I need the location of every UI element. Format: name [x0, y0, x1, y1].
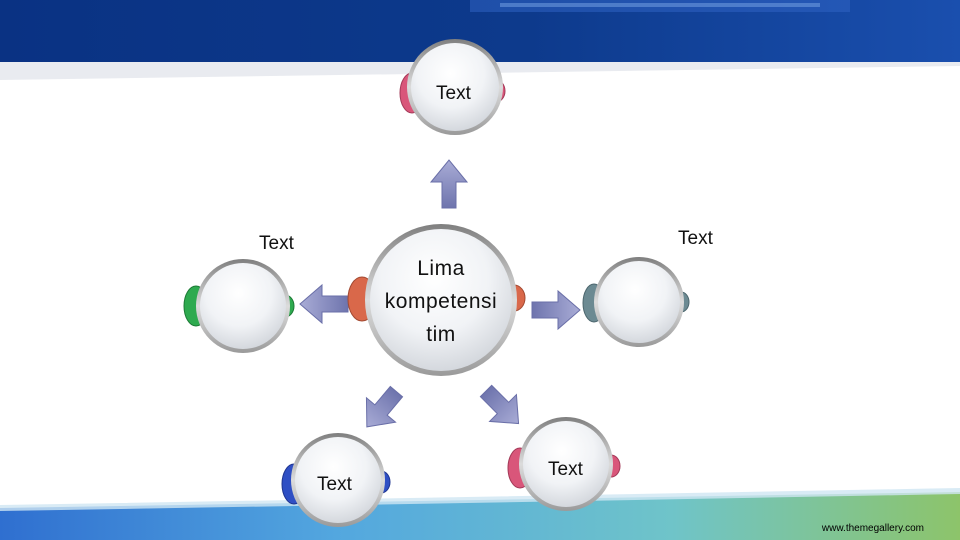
footer-url: www.themegallery.com [822, 523, 924, 534]
center-title-line-2: kompetensi [370, 285, 512, 318]
arrow-up [431, 160, 467, 208]
center-title-line-3: tim [370, 318, 512, 351]
node-right-label: Text [678, 229, 713, 248]
footer-band [0, 488, 960, 540]
arrow-left [300, 285, 348, 323]
arrow-down-right [473, 378, 532, 437]
node-bottom-right-label: Text [548, 460, 583, 479]
node-right [583, 257, 689, 347]
node-top-label: Text [436, 84, 471, 103]
arrow-down-left [352, 379, 411, 439]
arrow-right [532, 291, 580, 329]
center-title-line-1: Lima [370, 252, 512, 285]
node-left-label: Text [259, 234, 294, 253]
node-bottom-left-label: Text [317, 475, 352, 494]
node-left [184, 259, 294, 353]
center-title: Lima kompetensi tim [370, 252, 512, 351]
